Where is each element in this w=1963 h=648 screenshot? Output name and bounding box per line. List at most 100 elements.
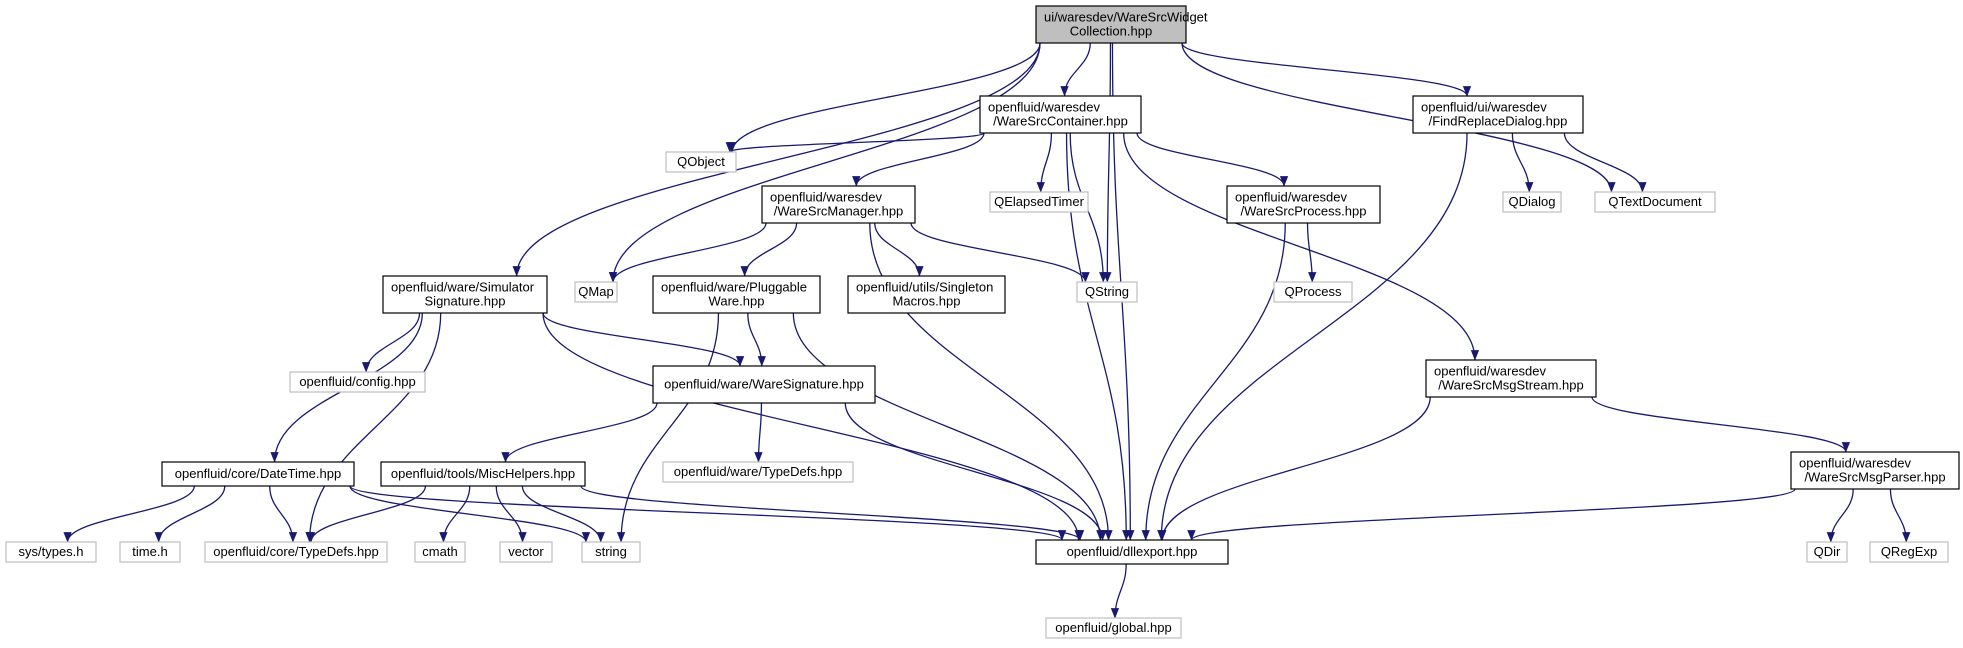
edge-msgparser-to-qregexp [1889,488,1911,543]
node-qmap-label-line-1: QMap [578,284,613,299]
node-dllexport-box [1035,539,1229,565]
node-qelapsed: QElapsedTimer [989,191,1089,213]
edge-msgstream-to-dllexport [1158,396,1431,541]
edge-root-to-qobject [727,42,1041,153]
node-waresig[interactable]: openfluid/ware/WareSignature.hpp [652,365,876,404]
node-msgparser-label-line-1: openfluid/waresdev [1799,456,1912,471]
node-qobject: QObject [665,151,737,173]
node-root-label-line-1: ui/waresdev/WareSrcWidget [1044,10,1208,25]
node-dllexport[interactable]: openfluid/dllexport.hpp [1035,539,1229,565]
edge-root-to-qtextdoc [1181,42,1616,193]
node-vector: vector [499,541,553,563]
edge-findreplace-to-qdialog [1511,132,1534,193]
edge-manager-to-pluggable [740,222,798,277]
edge-container-to-manager [852,132,985,187]
edge-root-to-qstring [1103,42,1112,283]
node-string-box [581,541,641,563]
edge-process-to-dllexport [1141,222,1286,541]
node-process-box [1226,185,1381,224]
node-qmap: QMap [574,281,618,303]
edge-simsig-to-config [361,312,421,373]
node-msgparser-label-line-2: /WareSrcMsgParser.hpp [1804,470,1945,485]
node-waresig-box [652,365,876,404]
edge-waresig-to-waretypedefs [754,402,763,463]
node-manager-label-line-2: /WareSrcManager.hpp [774,204,904,219]
edge-manager-to-singleton [874,222,924,277]
edge-mischelpers-to-string [521,485,605,543]
node-qtextdoc: QTextDocument [1594,191,1716,213]
node-global-box [1045,617,1182,639]
node-simsig-label-line-1: openfluid/ware/Simulator [391,280,535,295]
node-waretypedefs: openfluid/ware/TypeDefs.hpp [662,461,854,483]
node-msgparser[interactable]: openfluid/waresdev/WareSrcMsgParser.hpp [1790,451,1960,490]
node-qstring-box [1076,281,1138,303]
node-simsig-label-line-2: Signature.hpp [425,294,506,309]
node-qregexp: QRegExp [1869,541,1949,563]
node-manager-label-line-1: openfluid/waresdev [770,190,883,205]
node-datetime[interactable]: openfluid/core/DateTime.hpp [161,461,355,487]
node-qprocess-label-line-1: QProcess [1284,284,1342,299]
node-msgstream[interactable]: openfluid/waresdev/WareSrcMsgStream.hpp [1425,359,1597,398]
edge-dllexport-to-global [1110,563,1127,619]
node-qstring: QString [1076,281,1138,303]
node-qprocess: QProcess [1273,281,1353,303]
edge-container-to-msgstream [1122,132,1480,361]
node-root-box [1035,5,1187,44]
edge-root-to-findreplace [1181,42,1472,97]
node-container[interactable]: openfluid/waresdev/WareSrcContainer.hpp [979,95,1142,134]
edge-pluggable-to-waresig [747,312,766,367]
node-qdir: QDir [1806,541,1848,563]
edge-root-to-container [1060,42,1091,97]
node-singleton-box [847,275,1006,314]
node-manager[interactable]: openfluid/waresdev/WareSrcManager.hpp [761,185,916,224]
node-qregexp-label-line-1: QRegExp [1881,544,1937,559]
edge-datetime-to-systypes [63,485,195,543]
node-config-box [289,371,426,393]
node-simsig-box [382,275,548,314]
node-string: string [581,541,641,563]
node-qstring-label-line-1: QString [1085,284,1129,299]
node-qobject-label-line-1: QObject [677,154,725,169]
node-findreplace-label-line-2: /FindReplaceDialog.hpp [1429,114,1568,129]
edge-datetime-to-dllexport [349,485,1066,541]
node-pluggable-box [652,275,821,314]
node-findreplace-box [1412,95,1584,134]
node-manager-box [761,185,916,224]
node-findreplace[interactable]: openfluid/ui/waresdev/FindReplaceDialog.… [1412,95,1584,134]
node-process-label-line-1: openfluid/waresdev [1235,190,1348,205]
edge-pluggable-to-string [616,312,720,543]
edge-pluggable-to-dllexport [792,312,1105,541]
edge-container-to-qelapsed [1036,132,1053,193]
node-msgstream-label-line-1: openfluid/waresdev [1434,364,1547,379]
node-process[interactable]: openfluid/waresdev/WareSrcProcess.hpp [1226,185,1381,224]
node-pluggable-label-line-2: Ware.hpp [709,294,765,309]
node-singleton-label-line-1: openfluid/utils/Singleton [856,280,993,295]
edge-simsig-to-coretypedefs [305,312,442,543]
edge-container-to-qobject [725,132,985,153]
node-coretypedefs-label-line-1: openfluid/core/TypeDefs.hpp [213,544,379,559]
node-singleton-label-line-2: Macros.hpp [893,294,961,309]
node-container-box [979,95,1142,134]
node-mischelpers-box [380,461,586,487]
edge-msgparser-to-qdir [1826,488,1854,543]
node-qdir-label-line-1: QDir [1814,544,1841,559]
node-mischelpers[interactable]: openfluid/tools/MiscHelpers.hpp [380,461,586,487]
edge-datetime-to-coretypedefs [269,485,298,543]
node-coretypedefs-box [204,541,388,563]
node-systypes-box [5,541,97,563]
edge-mischelpers-to-cmath [439,485,471,543]
node-root-label-line-2: Collection.hpp [1070,24,1152,39]
node-global-label-line-1: openfluid/global.hpp [1055,620,1171,635]
edge-simsig-to-dllexport [542,312,1083,541]
node-config-label-line-1: openfluid/config.hpp [299,374,415,389]
edge-msgstream-to-msgparser [1591,396,1850,453]
node-timeh-box [119,541,181,563]
node-qdir-box [1806,541,1848,563]
node-qprocess-box [1273,281,1353,303]
edge-manager-to-qstring [910,222,1090,283]
